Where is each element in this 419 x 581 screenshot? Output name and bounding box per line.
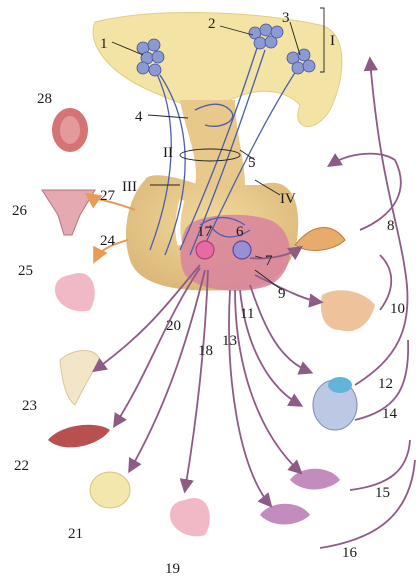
- label-III: III: [122, 179, 137, 195]
- label-10: 10: [390, 301, 405, 317]
- label-I: I: [330, 33, 335, 49]
- label-II: II: [163, 145, 173, 161]
- fat-tissue-organ: [90, 472, 130, 508]
- label-21: 21: [68, 526, 83, 542]
- label-20: 20: [166, 318, 181, 334]
- label-8: 8: [387, 218, 395, 234]
- label-15: 15: [375, 485, 390, 501]
- label-6: 6: [236, 224, 244, 240]
- label-11: 11: [240, 306, 254, 322]
- label-26: 26: [12, 203, 28, 219]
- label-5: 5: [248, 155, 256, 171]
- label-13: 13: [222, 333, 237, 349]
- label-22: 22: [14, 458, 29, 474]
- label-1: 1: [100, 36, 108, 52]
- cell-6: [233, 241, 251, 259]
- label-4: 4: [135, 109, 143, 125]
- label-28: 28: [37, 91, 52, 107]
- kidney-organ: [52, 108, 88, 152]
- label-14: 14: [382, 406, 398, 422]
- mammary-gland-upper: [55, 273, 95, 311]
- mammary-gland-lower: [170, 498, 210, 536]
- label-16: 16: [342, 545, 358, 561]
- adrenal-organ: [295, 228, 345, 251]
- testis-organ: [313, 377, 357, 430]
- uterus-organ: [42, 190, 95, 235]
- label-3: 3: [282, 10, 290, 26]
- label-19: 19: [165, 561, 180, 577]
- ovary-organ-2: [260, 504, 310, 525]
- label-2: 2: [208, 16, 216, 32]
- thyroid-organ: [321, 290, 375, 331]
- label-IV: IV: [280, 191, 296, 207]
- label-9: 9: [278, 286, 286, 302]
- cell-17: [196, 241, 214, 259]
- label-24: 24: [100, 233, 116, 249]
- label-27: 27: [100, 188, 116, 204]
- muscle-organ: [48, 425, 110, 448]
- bone-organ: [60, 351, 100, 405]
- label-23: 23: [22, 398, 37, 414]
- label-17: 17: [197, 224, 213, 240]
- label-7: 7: [265, 253, 273, 269]
- ovary-organ-1: [290, 469, 340, 490]
- neuron-cluster-1: [137, 39, 164, 76]
- label-12: 12: [378, 376, 393, 392]
- label-18: 18: [198, 343, 213, 359]
- label-25: 25: [18, 263, 33, 279]
